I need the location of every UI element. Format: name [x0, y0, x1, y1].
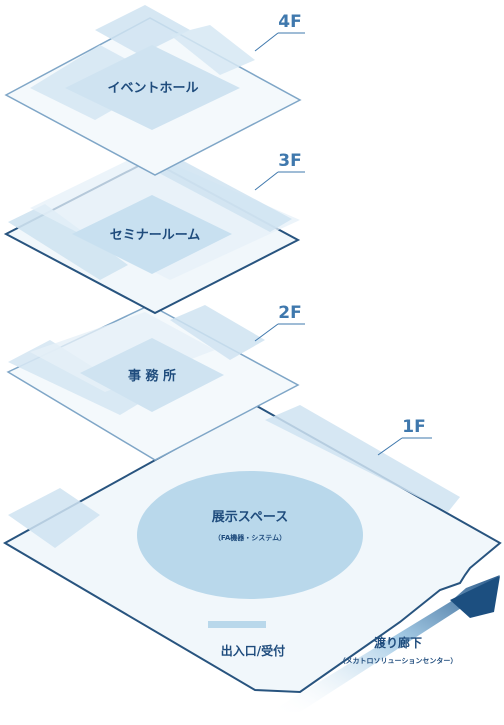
floor-4f-wall-top [95, 5, 190, 55]
corridor-label: 渡り廊下 [374, 635, 422, 650]
exhibition-space-sublabel: （FA機器・システム） [214, 533, 286, 542]
exhibition-space-area [137, 471, 363, 599]
event-hall-area [65, 45, 240, 130]
floor-3f-tag-leader [254, 171, 279, 191]
floor-2f-wall-right [170, 305, 265, 360]
floor-4f: イベントホール 4F [4, 5, 305, 176]
corridor-arrow [450, 576, 500, 618]
floor-1f-wall-left [8, 488, 100, 548]
floor-1f-wall-right [265, 405, 460, 512]
event-hall-label: イベントホール [107, 81, 198, 96]
office-area [80, 338, 224, 412]
floor-2f-tag-leader [254, 323, 279, 342]
floor-3f: セミナールーム 3F [3, 143, 305, 315]
floor-4f-tag-leader [254, 32, 279, 52]
floor-4f-tag: 4F [278, 12, 301, 32]
floor-3f-tag: 3F [278, 151, 301, 171]
floor-3f-wall-left [8, 204, 128, 280]
reception-marker [208, 621, 266, 628]
floor-2f-tag: 2F [278, 303, 301, 323]
floor-2f-wall-top [30, 312, 215, 392]
floor-4f-wall-right [170, 25, 255, 75]
exhibition-space-label: 展示スペース [212, 510, 288, 525]
entrance-label: 出入口/受付 [221, 643, 285, 658]
office-label: 事 務 所 [128, 368, 176, 384]
seminar-room-label: セミナールーム [110, 228, 201, 243]
corridor-sublabel: （メカトロソリューションセンター） [339, 656, 458, 665]
floor-1f-tag-leader [377, 437, 403, 456]
floor-1f: 展示スペース （FA機器・システム） 出入口/受付 1F [2, 403, 502, 694]
corridor-beam [270, 575, 500, 712]
floor-1f-tag: 1F [402, 417, 425, 437]
floor-2f-wall-left [8, 340, 145, 415]
seminar-room-area [72, 195, 232, 274]
floor-2f: 事 務 所 2F [6, 303, 305, 461]
